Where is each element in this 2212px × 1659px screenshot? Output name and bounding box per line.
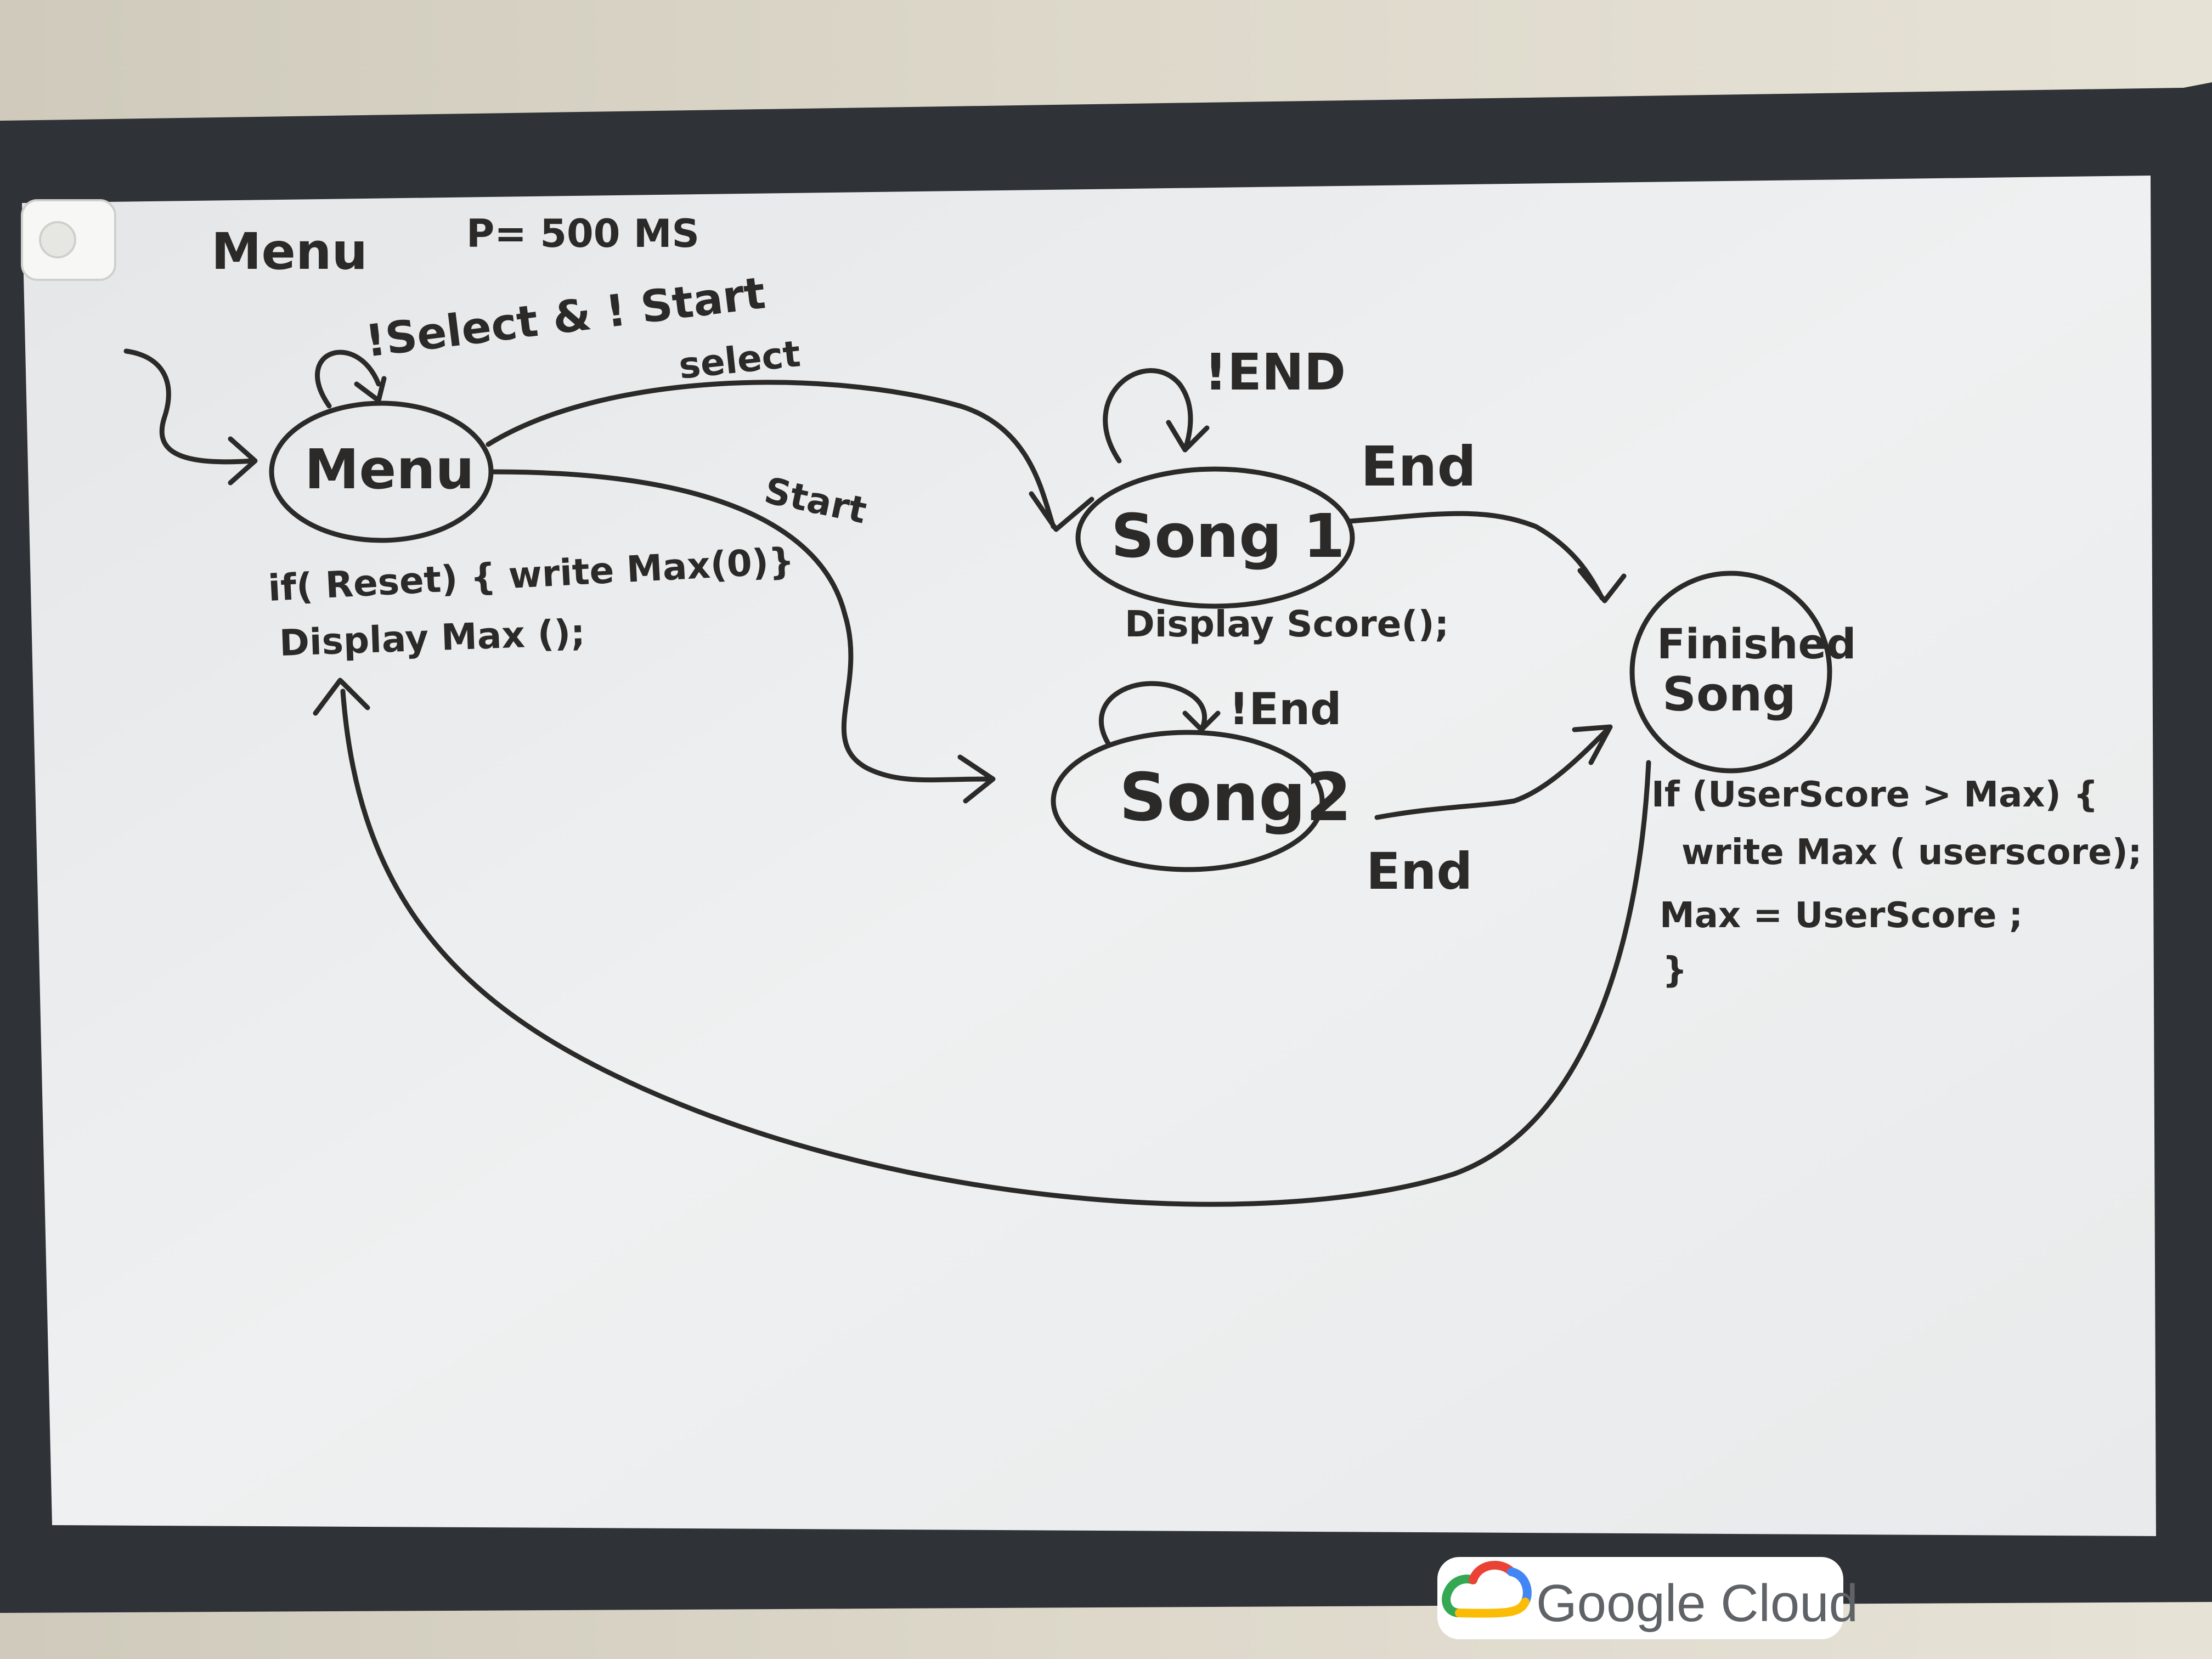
entry-arrow — [123, 348, 258, 486]
transition-select — [486, 380, 1094, 532]
google-cloud-logo: Google Cloud — [1437, 1557, 1858, 1639]
state-finished-label-line1: Finished — [1657, 619, 1856, 668]
song2-self-loop-label: !End — [1229, 684, 1341, 735]
finished-action-line3: Max = UserScore ; — [1660, 895, 2023, 936]
whiteboard-surface — [22, 176, 2156, 1536]
transition-song1-end — [1347, 511, 1627, 603]
state-finished-label-line2: Song — [1662, 667, 1796, 722]
transition-song1-end-label: End — [1361, 435, 1476, 499]
finished-action-line2: write Max ( userscore); — [1681, 832, 2142, 873]
finished-action-line1: If (UserScore > Max) { — [1651, 775, 2098, 815]
state-song2: Song2 — [1051, 730, 1352, 872]
period-label: P= 500 MS — [466, 211, 699, 256]
magnet-icon — [21, 199, 116, 281]
state-menu-label: Menu — [304, 437, 475, 501]
transition-start — [491, 469, 996, 804]
google-cloud-logo-text: Google Cloud — [1536, 1574, 1858, 1633]
state-finished-song: Finished Song — [1629, 571, 1856, 774]
transition-finished-to-menu — [313, 678, 1651, 1207]
menu-self-loop — [315, 349, 387, 409]
transition-song2-end — [1374, 724, 1613, 820]
song2-self-loop — [1098, 681, 1221, 746]
cloud-icon — [1442, 1561, 1532, 1618]
state-menu: Menu — [269, 400, 494, 543]
state-song1: Song 1 — [1075, 466, 1355, 609]
state-song1-label: Song 1 — [1111, 501, 1345, 571]
state-song2-label: Song2 — [1119, 760, 1352, 836]
song1-action-line1: Display Score(); — [1125, 603, 1449, 645]
transition-song2-end-label: End — [1366, 842, 1472, 901]
song1-self-loop-label: !END — [1204, 343, 1346, 402]
song1-self-loop — [1103, 368, 1210, 464]
board-title: Menu — [211, 222, 368, 281]
finished-action-line4: } — [1662, 950, 1688, 991]
